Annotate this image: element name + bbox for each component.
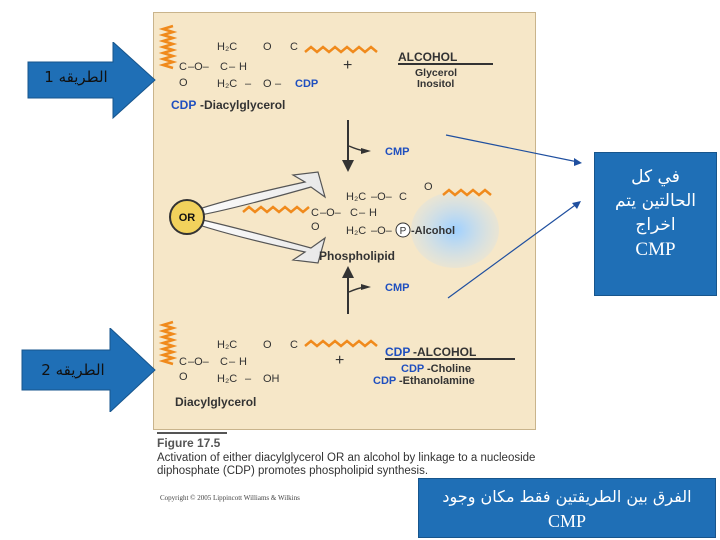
svg-text:–: – [359, 207, 366, 219]
svg-text:–: – [229, 356, 236, 368]
route2-label: الطريقه 2 [41, 361, 105, 379]
chem-o: O [263, 339, 272, 351]
cdp-alcohol-prefix: CDP [385, 345, 410, 359]
alcohol-suffix: -Alcohol [411, 225, 455, 237]
note-bottom-line-2: CMP [547, 511, 587, 531]
oh-group: OH [263, 373, 280, 385]
svg-text:–: – [275, 78, 282, 90]
curved-double-arrow [175, 171, 327, 264]
diacylglycerol-label: Diacylglycerol [175, 395, 256, 409]
alcohol-block: ALCOHOL Glycerol Inositol [398, 50, 493, 90]
svg-text:–O–: –O– [371, 191, 393, 203]
copyright-text: Copyright © 2005 Lippincott Williams & W… [160, 494, 300, 502]
svg-text:–O–: –O– [371, 225, 393, 237]
fatty-acid-zigzag-5 [158, 320, 178, 366]
chem-h2c: H₂C [217, 339, 237, 351]
chem-h2c: H₂C [217, 78, 237, 90]
chem-o: O [263, 78, 272, 90]
plus-sign-bottom: + [335, 352, 344, 369]
plus-sign-top: + [343, 57, 352, 74]
cdp-alcohol-block: CDP -ALCOHOL CDP -Choline CDP -Ethanolam… [373, 345, 515, 387]
cdp-choline-suffix: -Choline [427, 363, 471, 375]
chem-c: C [179, 356, 187, 368]
caption-title: Figure 17.5 [157, 432, 227, 450]
chem-c: C [220, 61, 228, 73]
cdp-ethanolamine-suffix: -Ethanolamine [399, 375, 475, 387]
svg-text:–: – [229, 61, 236, 73]
figure-caption: Figure 17.5 Activation of either diacylg… [157, 432, 547, 478]
chem-h2c: H₂C [346, 225, 366, 237]
note-bottom-right: الفرق بين الطريقتين فقط مكان وجود CMP [418, 478, 716, 538]
cmp-bottom-label: CMP [385, 282, 409, 294]
chem-h2c: H₂C [217, 41, 237, 53]
chem-o: O [311, 221, 320, 233]
or-label: OR [179, 212, 196, 224]
cdp-diacylglycerol-suffix: -Diacylglycerol [200, 98, 285, 112]
chem-c: C [350, 207, 358, 219]
chem-c: C [220, 356, 228, 368]
chem-o: O [179, 77, 188, 89]
chem-c: C [290, 41, 298, 53]
route1-label: الطريقه 1 [44, 68, 108, 86]
fatty-acid-zigzag-6 [304, 339, 378, 348]
chem-h: H [239, 356, 247, 368]
chem-h2c: H₂C [217, 373, 237, 385]
caption-text: Activation of either diacylglycerol OR a… [157, 452, 536, 477]
route1-arrow [27, 42, 156, 120]
chem-c: C [399, 191, 407, 203]
svg-text:–O–: –O– [320, 207, 342, 219]
note-line-1: في كل [631, 167, 680, 187]
glycerol-label: Glycerol [415, 67, 457, 79]
inositol-label: Inositol [417, 78, 454, 90]
chem-h2c: H₂C [346, 191, 366, 203]
cdp-choline-prefix: CDP [401, 363, 424, 375]
chem-c: C [179, 61, 187, 73]
pathway-diagram: H₂C O C C –O– C – H O H₂C – O – CDP + AL… [158, 24, 515, 409]
cdp-alcohol-suffix: -ALCOHOL [413, 345, 476, 359]
alcohol-glow [411, 192, 499, 268]
note-top-right: في كل الحالتين يتم اخراج CMP [594, 152, 717, 296]
chem-h: H [369, 207, 377, 219]
p-symbol: P [400, 226, 407, 237]
cdp-ethanolamine-prefix: CDP [373, 375, 396, 387]
chem-c: C [311, 207, 319, 219]
chem-c: C [290, 339, 298, 351]
svg-text:–O–: –O– [188, 356, 210, 368]
route2-arrow [21, 328, 156, 412]
fatty-acid-zigzag-3 [242, 205, 310, 214]
svg-text:–O–: –O– [188, 61, 210, 73]
chem-h: H [239, 61, 247, 73]
fatty-acid-zigzag-1 [158, 24, 178, 70]
cdp-diacylglycerol-prefix: CDP [171, 98, 196, 112]
note-line-4: CMP [635, 239, 676, 260]
chem-o: O [263, 41, 272, 53]
cdp-group-label: CDP [295, 78, 318, 90]
note-line-2: الحالتين يتم [614, 191, 696, 211]
fatty-acid-zigzag-2 [304, 45, 378, 54]
svg-text:–: – [245, 373, 252, 385]
cmp-top-label: CMP [385, 146, 409, 158]
chem-o: O [424, 181, 433, 193]
alcohol-title: ALCOHOL [398, 50, 457, 64]
chem-o: O [179, 371, 188, 383]
note-line-3: اخراج [635, 215, 676, 235]
note-bottom-line-1: الفرق بين الطريقتين فقط مكان وجود [442, 487, 692, 506]
svg-text:–: – [245, 78, 252, 90]
fatty-acid-zigzag-4 [442, 188, 492, 197]
phospholipid-label: Phospholipid [319, 249, 395, 263]
